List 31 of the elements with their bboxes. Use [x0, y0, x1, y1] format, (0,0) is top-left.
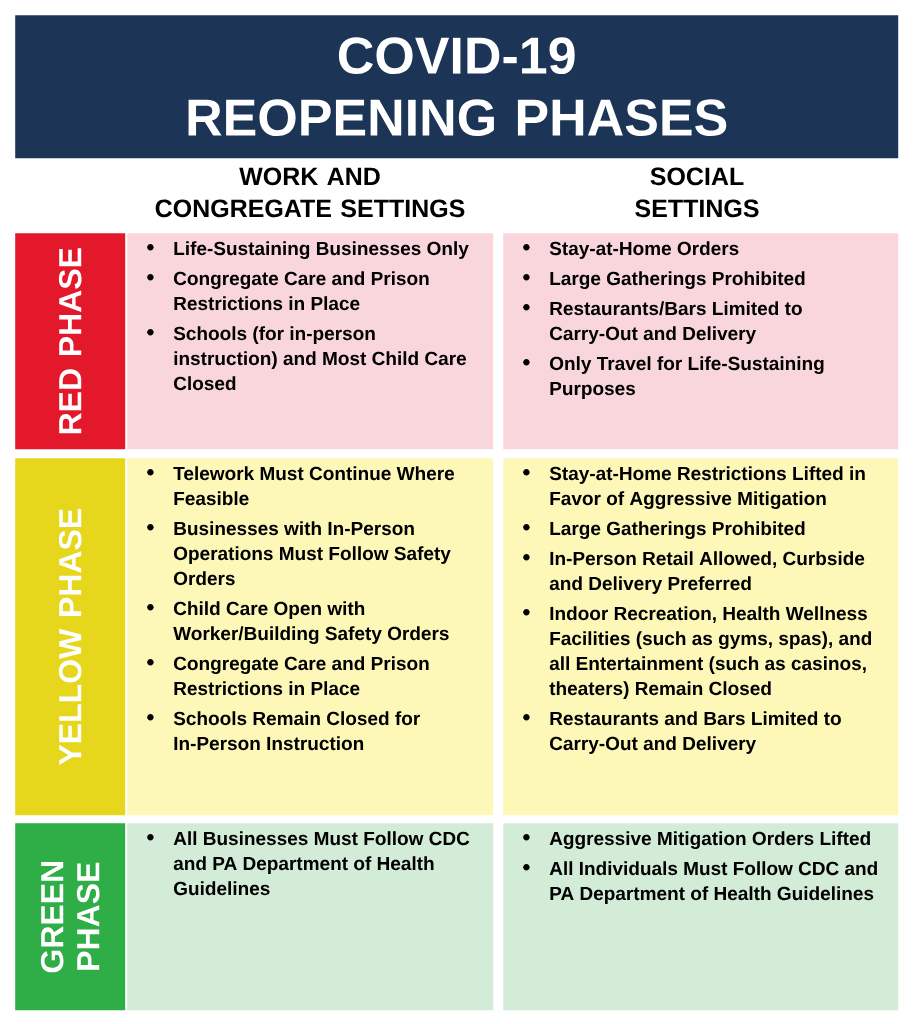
text-cell: [503, 458, 899, 816]
text-cell: [503, 823, 899, 1011]
bullet-item: Indoor Recreation, Health Wellness Facilities (such as gyms, spas), and all Entertainment (such as casinos, theaters) Remain Closed: [523, 606, 872, 699]
bullet-item: Aggressive Mitigation Orders Lifted: [523, 831, 870, 849]
bullet-item: Restaurants and Bars Limited to Carry-Out and Delivery: [523, 711, 841, 754]
bullet-item: All Individuals Must Follow CDC and PA Department of Health Guidelines: [523, 861, 877, 904]
bullet-item: Stay-at-Home Restrictions Lifted in Favor of Aggressive Mitigation: [523, 466, 865, 509]
bullet-item: All Businesses Must Follow CDC and PA Department of Health Guidelines: [147, 831, 470, 896]
bullet-item: Stay-at-Home Orders: [523, 241, 739, 259]
bullet-item: Schools (for in-person instruction) and Most Child Care Closed: [147, 326, 466, 391]
phase-band: GREEN PHASE: [15, 823, 126, 1011]
phase-band: RED PHASE: [15, 233, 126, 450]
bullet-item: Large Gatherings Prohibited: [523, 521, 805, 539]
phase-band: YELLOW PHASE: [15, 458, 126, 816]
column-heading: WORK AND CONGREGATE SETTINGS: [155, 167, 465, 218]
title-banner: COVID-19 REOPENING PHASES: [15, 15, 899, 159]
bullet-item: Child Care Open with Worker/Building Safety Orders: [147, 601, 449, 644]
bullet-item: Businesses with In-Person Operations Must Follow Safety Orders: [147, 521, 451, 586]
text-cell: [127, 823, 494, 1011]
bullet-item: Restaurants/Bars Limited to Carry-Out and Delivery: [523, 301, 802, 344]
bullet-item: Congregate Care and Prison Restrictions in Place: [147, 656, 429, 696]
text-cell: [503, 233, 899, 450]
bullet-item: Congregate Care and Prison Restrictions in Place: [147, 271, 429, 311]
bullet-item: Life-Sustaining Businesses Only: [147, 241, 469, 259]
bullet-item: Telework Must Continue Where Feasible: [147, 466, 455, 506]
text-cell: [127, 233, 494, 450]
text-cell: [127, 458, 494, 816]
bullet-item: Large Gatherings Prohibited: [523, 271, 805, 289]
bullet-item: In-Person Retail Allowed, Curbside and Delivery Preferred: [523, 551, 865, 594]
bullet-item: Only Travel for Life-Sustaining Purposes: [523, 356, 824, 399]
bullet-item: Schools Remain Closed for In-Person Instruction: [147, 711, 420, 751]
